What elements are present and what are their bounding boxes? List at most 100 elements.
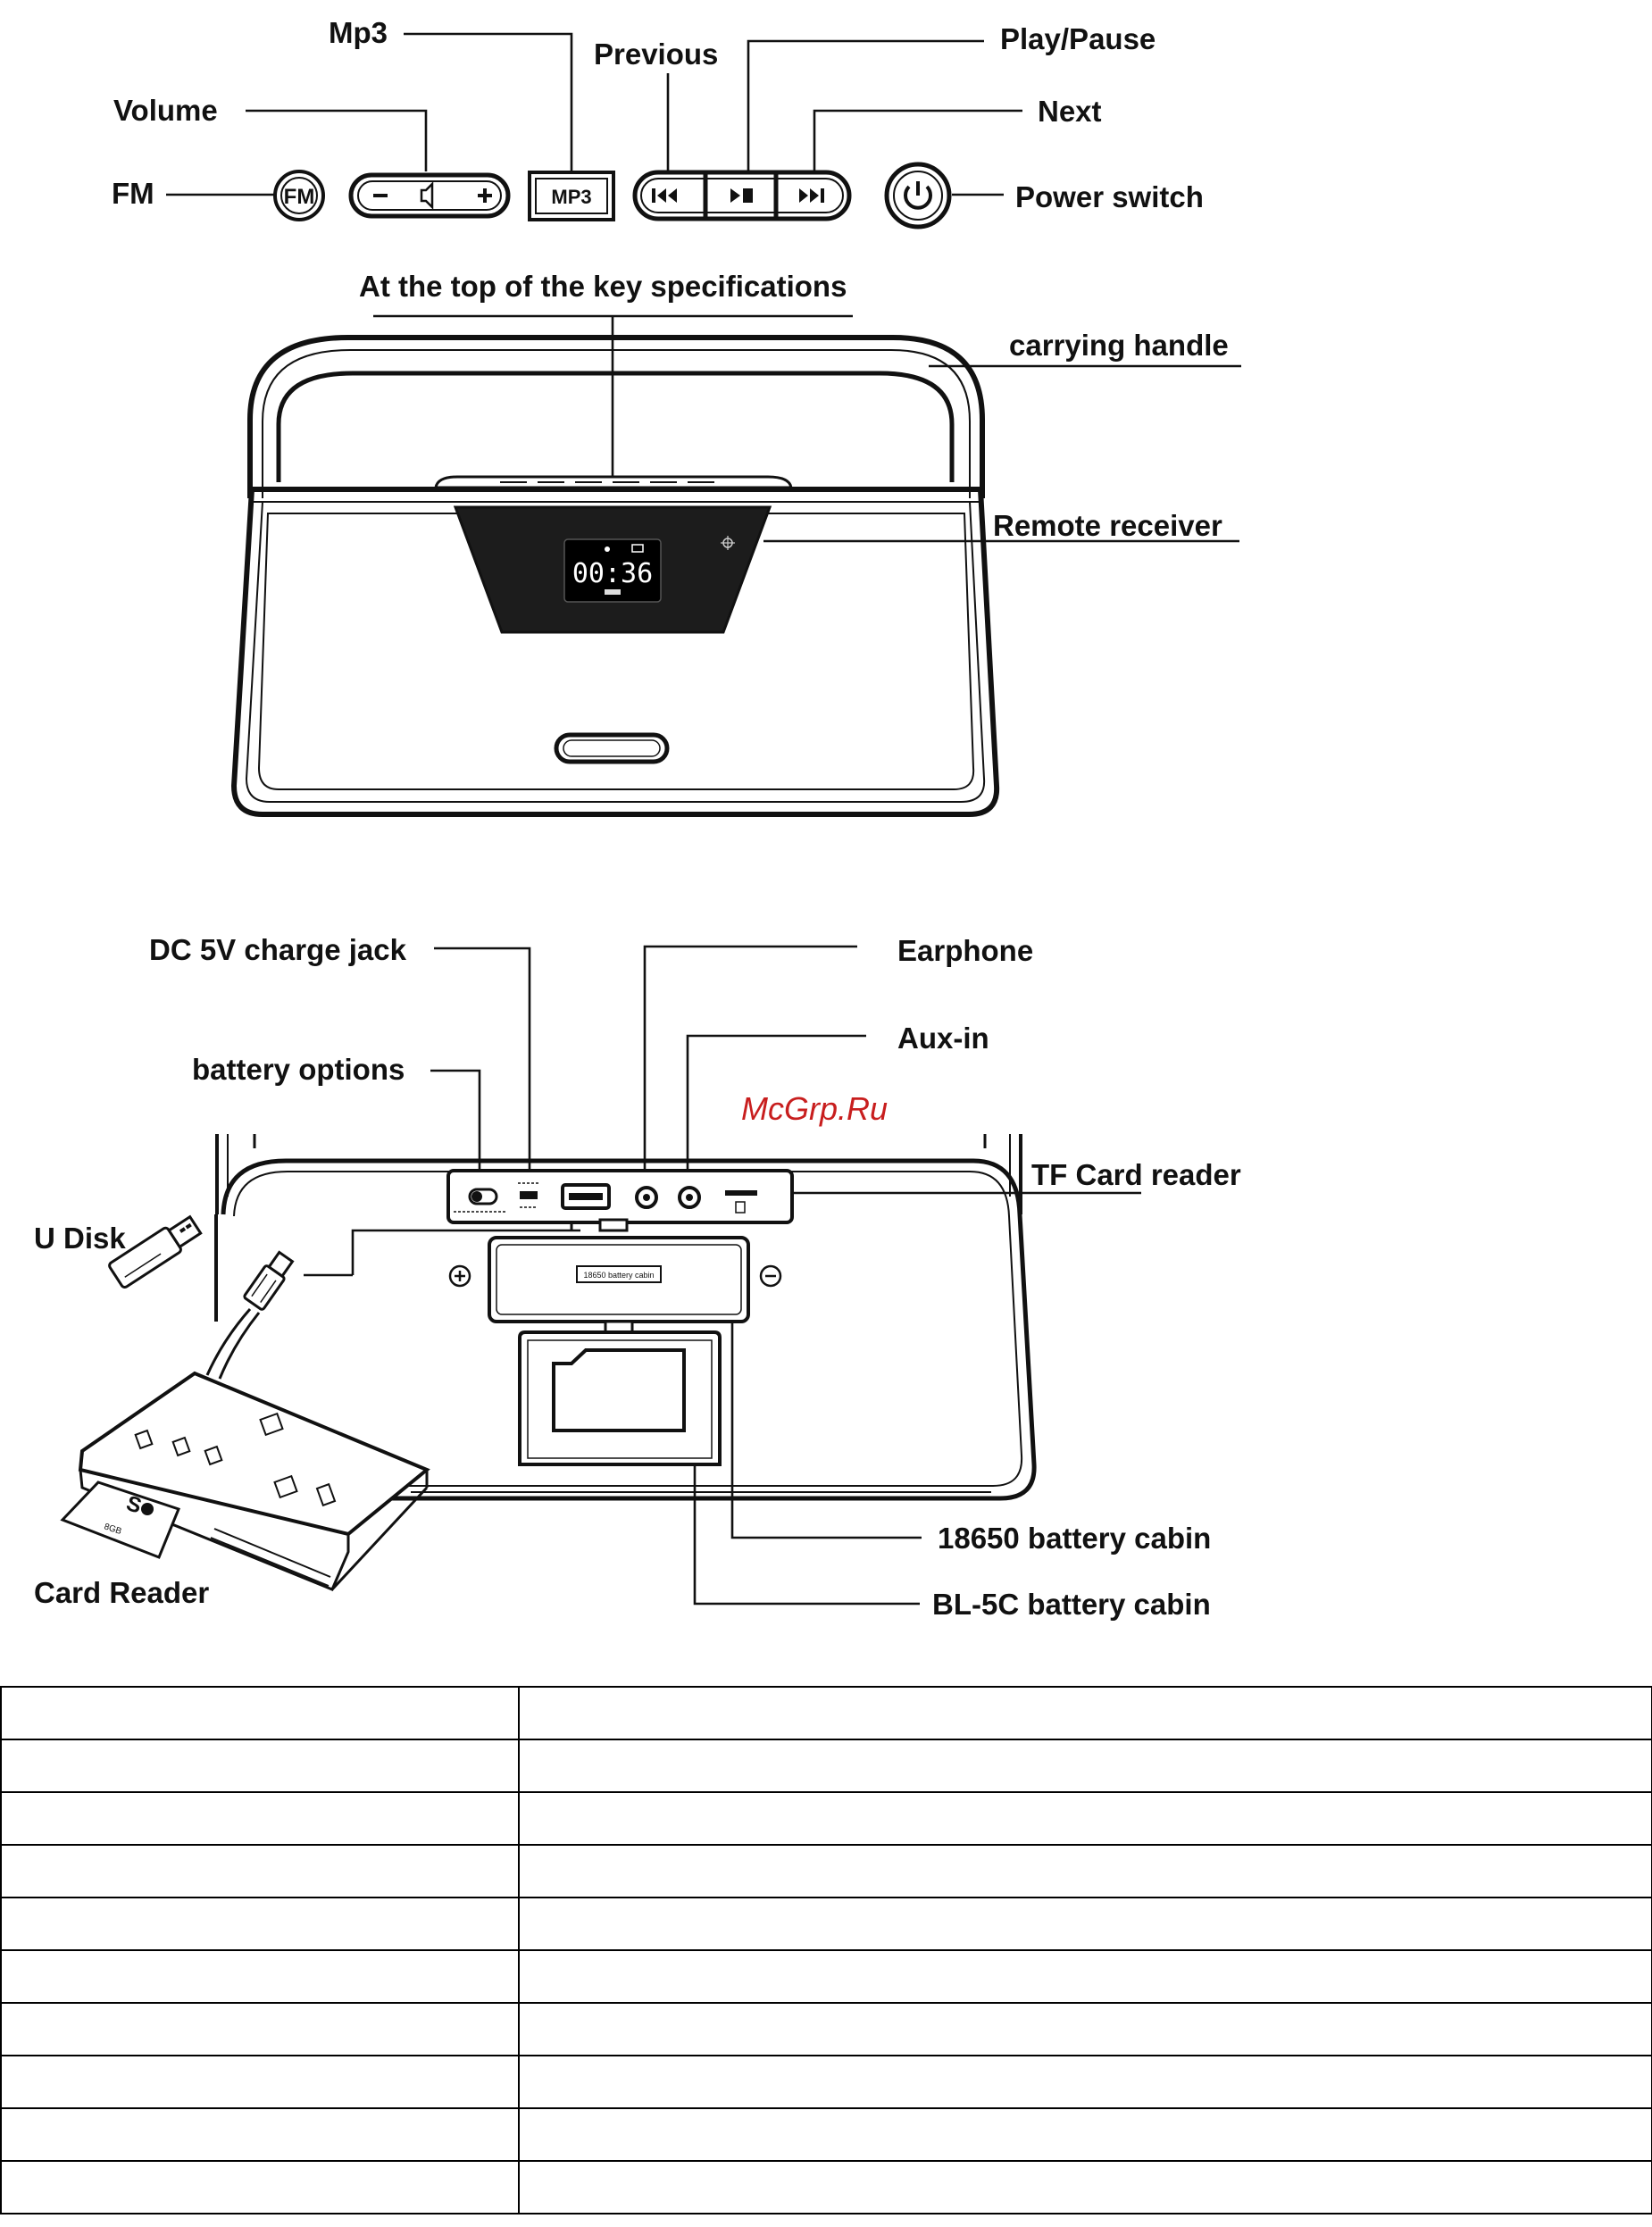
power-switch-label: Power switch [1015, 180, 1204, 213]
table-cell-value [518, 2160, 1652, 2214]
tf-slot-icon [725, 1190, 757, 1214]
card-reader-label: Card Reader [34, 1576, 209, 1609]
table-row [0, 2160, 1652, 2214]
power-icon [904, 181, 932, 210]
table-cell-key [0, 1739, 520, 1793]
table-cell-key [0, 1844, 520, 1898]
mp3-button: MP3 [528, 171, 615, 221]
svg-text:S: S [123, 1491, 145, 1519]
specifications-table-body [0, 1686, 1652, 2214]
u-disk-leader [351, 1229, 580, 1275]
table-cell-key [0, 2055, 520, 2109]
specifications-table [0, 1686, 1652, 2214]
battery-switch-icon [454, 1188, 507, 1213]
table-cell-key [0, 2160, 520, 2214]
top-keys-label: At the top of the key specifications [359, 270, 847, 303]
table-row [0, 1897, 1652, 1951]
mp3-leader [404, 32, 573, 171]
remote-receiver-icon [721, 536, 735, 550]
table-row [0, 1844, 1652, 1898]
battery-options-label: battery options [192, 1053, 405, 1086]
table-row [0, 1739, 1652, 1793]
play-pause-icon [730, 188, 753, 203]
earphone-jack-icon [635, 1186, 658, 1209]
table-cell-value [518, 2002, 1652, 2056]
speaker-icon [420, 180, 434, 211]
table-row [0, 1686, 1652, 1740]
aux-in-leader [686, 1034, 866, 1188]
usb-port-icon [561, 1183, 611, 1210]
play-pause-leader [747, 39, 984, 171]
battery-bl5c-cabin [518, 1330, 722, 1466]
table-cell-value [518, 1739, 1652, 1793]
table-cell-key [0, 1897, 520, 1951]
plus-terminal-icon [448, 1264, 471, 1288]
battery-18650-slot-text: 18650 battery cabin [583, 1271, 654, 1280]
usb-cable-icon [205, 1250, 295, 1380]
carrying-handle [247, 335, 985, 498]
sd-card-icon: S 8GB [60, 1480, 180, 1559]
radio-front-body [230, 475, 1000, 817]
dc-jack-leader [434, 947, 531, 1192]
remote-receiver-label: Remote receiver [993, 509, 1222, 542]
battery-bl5c-label: BL-5C battery cabin [932, 1588, 1211, 1621]
volume-label: Volume [113, 94, 218, 127]
table-cell-key [0, 1686, 520, 1740]
play-pause-label: Play/Pause [1000, 22, 1156, 55]
table-cell-key [0, 1949, 520, 2004]
control-panel: Mp3 Previous Play/Pause Volume Next FM P… [112, 16, 1204, 229]
table-row [0, 2002, 1652, 2056]
fm-button: FM [273, 170, 325, 221]
table-cell-value [518, 1897, 1652, 1951]
watermark-text: McGrp.Ru [741, 1090, 888, 1127]
table-cell-value [518, 1686, 1652, 1740]
u-disk-label: U Disk [34, 1222, 126, 1255]
table-cell-value [518, 2055, 1652, 2109]
aux-in-label: Aux-in [897, 1022, 989, 1055]
battery-18650-label: 18650 battery cabin [938, 1522, 1211, 1555]
front-slot [554, 732, 670, 764]
dc-jack-icon [518, 1182, 539, 1208]
carrying-handle-label: carrying handle [1009, 329, 1229, 362]
power-button [884, 162, 952, 229]
volume-rocker [348, 172, 511, 219]
minus-terminal-icon [759, 1264, 782, 1288]
table-cell-key [0, 2107, 520, 2162]
table-cell-value [518, 1844, 1652, 1898]
battery-bl5c-leader [693, 1436, 920, 1606]
next-icon [799, 188, 824, 203]
mp3-button-text: MP3 [551, 186, 591, 208]
table-cell-key [0, 2002, 520, 2056]
table-cell-value [518, 2107, 1652, 2162]
battery-18650-cabin: 18650 battery cabin [488, 1236, 750, 1334]
battery-18650-leader [730, 1293, 922, 1539]
next-leader [813, 109, 1022, 171]
aux-in-jack-icon [678, 1186, 701, 1209]
volume-leader [246, 109, 428, 171]
battery-options-leader [430, 1069, 481, 1195]
tf-card-reader-label: TF Card reader [1031, 1158, 1241, 1191]
port-panel [446, 1169, 794, 1232]
u-disk-icon [108, 1214, 203, 1289]
plus-icon [478, 188, 492, 203]
table-cell-value [518, 1949, 1652, 2004]
dc-jack-label: DC 5V charge jack [149, 933, 407, 966]
previous-label: Previous [594, 38, 718, 71]
table-row [0, 1791, 1652, 1846]
table-cell-key [0, 1791, 520, 1846]
fm-label: FM [112, 177, 154, 210]
table-row [0, 2055, 1652, 2109]
display-time: 00:36 [572, 558, 653, 589]
mp3-label: Mp3 [329, 16, 388, 49]
previous-icon [652, 188, 677, 203]
front-view: At the top of the key specifications car… [230, 270, 1241, 817]
table-row [0, 2107, 1652, 2162]
fm-button-text: FM [284, 185, 315, 209]
card-reader-device [78, 1371, 430, 1591]
table-row [0, 1949, 1652, 2004]
back-view: DC 5V charge jack Earphone battery optio… [34, 933, 1241, 1621]
transport-buttons [632, 170, 852, 221]
display-panel: 00:36 [453, 505, 772, 634]
earphone-leader [643, 945, 857, 1188]
